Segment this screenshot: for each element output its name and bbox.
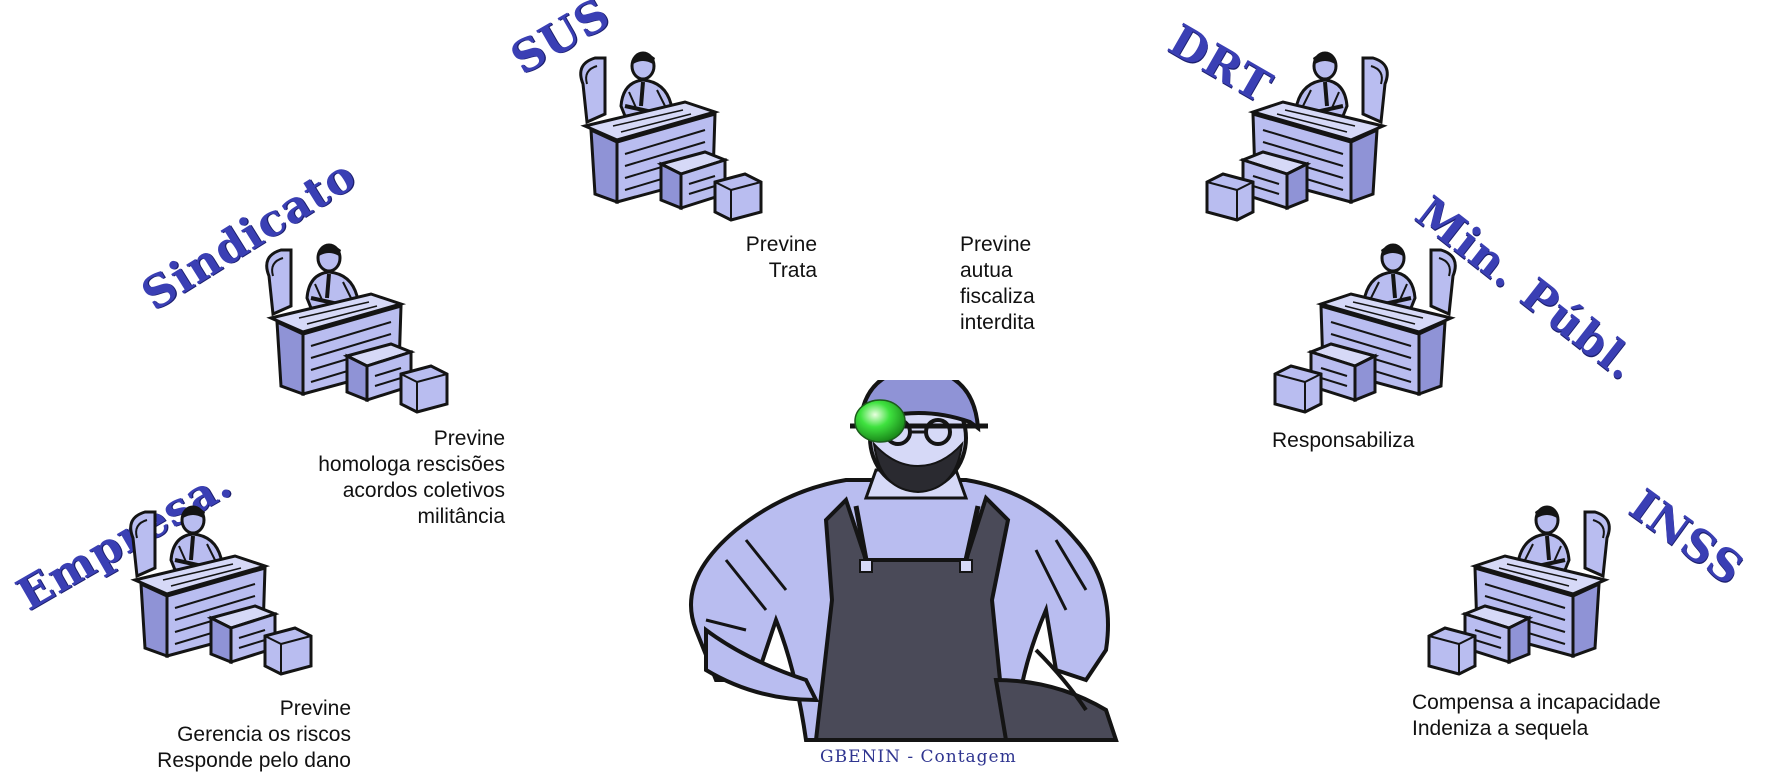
role-text: Indeniza a sequela: [1412, 716, 1661, 742]
role-text: Compensa a incapacidade: [1412, 690, 1661, 716]
role-text: fiscaliza: [960, 284, 1035, 310]
clerk-at-desk-icon: [1266, 236, 1476, 416]
clerk-at-desk-icon: [1198, 44, 1408, 224]
roles-sus: Previne Trata: [746, 232, 817, 284]
role-text: Previne: [157, 696, 351, 722]
caption: GBENIN - Contagem: [820, 747, 1017, 767]
role-text: Previne: [960, 232, 1035, 258]
role-text: autua: [960, 258, 1035, 284]
roles-min-publ: Responsabiliza: [1272, 428, 1414, 454]
role-text: militância: [318, 504, 505, 530]
role-text: interdita: [960, 310, 1035, 336]
role-text: Responde pelo dano: [157, 748, 351, 774]
roles-sindicato: Previne homologa rescisões acordos colet…: [318, 426, 505, 530]
role-text: Responsabiliza: [1272, 428, 1414, 454]
role-text: acordos coletivos: [318, 478, 505, 504]
role-text: Trata: [746, 258, 817, 284]
org-title-inss: INSS: [1620, 480, 1753, 596]
helmet-lamp-icon: [850, 396, 910, 446]
role-text: Previne: [746, 232, 817, 258]
clerk-at-desk-icon: [560, 44, 770, 224]
roles-empresa: Previne Gerencia os riscos Responde pelo…: [157, 696, 351, 774]
role-text: homologa rescisões: [318, 452, 505, 478]
roles-inss: Compensa a incapacidade Indeniza a seque…: [1412, 690, 1661, 742]
role-text: Gerencia os riscos: [157, 722, 351, 748]
roles-drt: Previne autua fiscaliza interdita: [960, 232, 1035, 336]
clerk-at-desk-icon: [110, 498, 320, 678]
clerk-at-desk-icon: [246, 236, 456, 416]
role-text: Previne: [318, 426, 505, 452]
clerk-at-desk-icon: [1420, 498, 1630, 678]
